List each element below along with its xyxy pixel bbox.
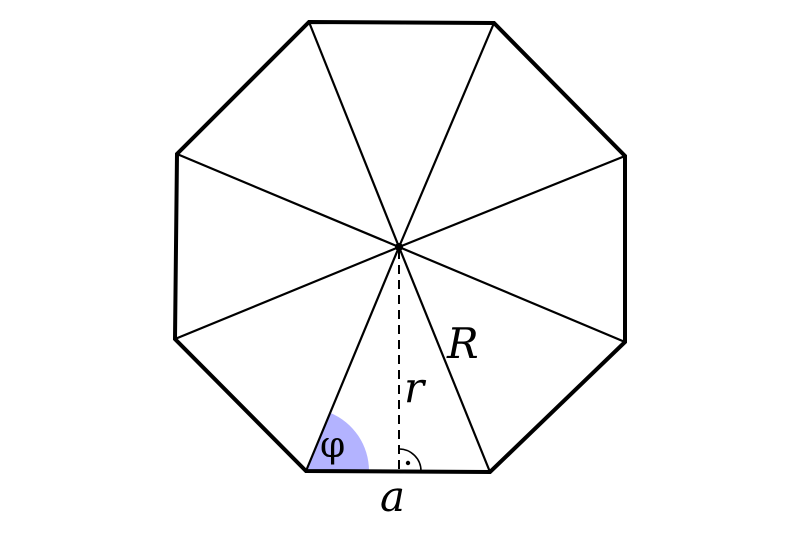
- spoke-right-lower: [398, 245, 626, 344]
- right-angle-dot: [405, 460, 411, 466]
- label-circumradius: R: [446, 319, 479, 368]
- octagon-outline: [172, 19, 627, 475]
- spoke-right-upper: [398, 154, 626, 249]
- spoke-top-left: [307, 21, 401, 248]
- angle-phi-wedge: [306, 412, 370, 471]
- spoke-bottom-left: [304, 246, 401, 472]
- label-inradius: r: [404, 363, 427, 412]
- label-angle-phi: φ: [320, 425, 345, 466]
- center-point: [395, 243, 403, 251]
- label-side: a: [380, 472, 405, 521]
- spoke-left-lower: [174, 245, 400, 341]
- right-angle-marker: [398, 448, 422, 472]
- spoke-left-upper: [176, 152, 400, 249]
- radial-spokes: [174, 21, 626, 473]
- spoke-bottom-right: [397, 246, 492, 473]
- spoke-top-right: [397, 22, 496, 248]
